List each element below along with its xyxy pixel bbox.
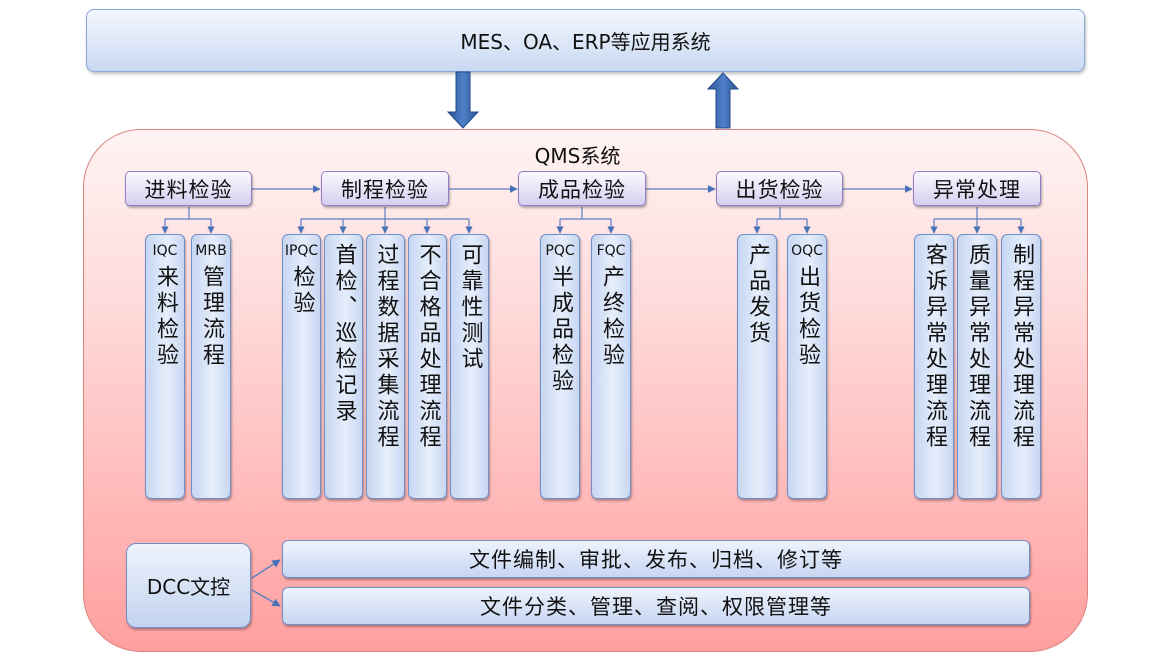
item-code: FQC <box>596 243 626 259</box>
stage-label: 进料检验 <box>144 177 233 202</box>
item-column-ipqc: IPQC 检验 <box>282 234 321 499</box>
dcc-arrow <box>251 589 281 607</box>
application-systems-box: MES、OA、ERP等应用系统 <box>86 9 1085 72</box>
down-arrow-icon <box>446 71 480 129</box>
stage-finished-product-inspection: 成品检验 <box>518 171 646 206</box>
stage-label: 制程检验 <box>341 177 429 202</box>
item-code: PQC <box>545 243 575 259</box>
stage-label: 出货检验 <box>735 177 824 202</box>
stage-process-inspection: 制程检验 <box>321 171 449 206</box>
item-code: IPQC <box>284 243 319 259</box>
item-column-process-exception: 制程异常处理流程 <box>1001 234 1041 499</box>
item-text: 不合格品处理流程 <box>415 243 441 451</box>
item-text: 客诉异常处理流程 <box>922 243 947 451</box>
item-column-process-data: 过程数据采集流程 <box>366 234 405 499</box>
item-column-oqc: OQC 出货检验 <box>787 234 827 499</box>
qms-system-title: QMS系统 <box>534 144 621 168</box>
dcc-label: DCC文控 <box>146 575 231 599</box>
item-column-complaint-exception: 客诉异常处理流程 <box>914 234 954 499</box>
item-code: MRB <box>195 243 227 259</box>
item-column-product-shipping: 产品发货 <box>737 234 777 499</box>
item-text: 来料检验 <box>153 265 178 369</box>
dcc-item-text: 文件分类、管理、查阅、权限管理等 <box>480 595 832 619</box>
item-column-nonconforming: 不合格品处理流程 <box>408 234 447 499</box>
item-column-reliability-test: 可靠性测试 <box>450 234 489 499</box>
item-code: IQC <box>152 243 178 259</box>
dcc-item-document-management: 文件分类、管理、查阅、权限管理等 <box>282 587 1030 625</box>
item-text: 检验 <box>289 265 315 317</box>
item-text: 质量异常处理流程 <box>965 243 990 451</box>
dcc-item-text: 文件编制、审批、发布、归档、修订等 <box>469 548 843 572</box>
item-text: 管理流程 <box>199 265 224 369</box>
up-arrow-icon <box>706 72 740 129</box>
item-column-first-patrol-inspection: 首检、巡检记录 <box>324 234 363 499</box>
item-text: 半成品检验 <box>548 265 573 395</box>
item-text: 产终检验 <box>599 265 624 369</box>
stage-incoming-inspection: 进料检验 <box>125 171 252 206</box>
stage-label: 成品检验 <box>538 177 626 202</box>
item-column-pqc: PQC 半成品检验 <box>540 234 580 499</box>
application-systems-label: MES、OA、ERP等应用系统 <box>460 30 711 54</box>
item-text: 制程异常处理流程 <box>1009 243 1034 451</box>
item-text: 产品发货 <box>745 243 770 347</box>
stage-label: 异常处理 <box>933 177 1021 202</box>
item-code: OQC <box>791 243 823 259</box>
item-text: 可靠性测试 <box>457 243 483 373</box>
item-column-fqc: FQC 产终检验 <box>591 234 631 499</box>
stage-outgoing-inspection: 出货检验 <box>716 171 843 206</box>
item-text: 出货检验 <box>795 265 820 369</box>
dcc-document-control-box: DCC文控 <box>126 543 251 628</box>
dcc-arrow <box>251 559 281 579</box>
item-column-iqc: IQC 来料检验 <box>145 234 185 499</box>
item-text: 过程数据采集流程 <box>373 243 399 451</box>
dcc-item-document-lifecycle: 文件编制、审批、发布、归档、修订等 <box>282 540 1030 578</box>
item-column-mrb: MRB 管理流程 <box>191 234 231 499</box>
item-text: 首检、巡检记录 <box>331 243 357 425</box>
item-column-quality-exception: 质量异常处理流程 <box>957 234 997 499</box>
stage-exception-handling: 异常处理 <box>913 171 1041 206</box>
